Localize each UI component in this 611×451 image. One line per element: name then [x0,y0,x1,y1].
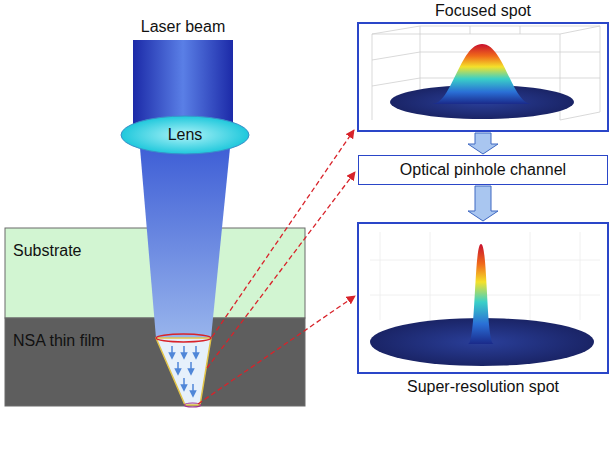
node-label: Substrate [13,242,297,260]
block-arrow [468,133,498,154]
heading-label: Super-resolution spot [359,378,607,396]
node-label: Lens [168,126,203,144]
heading-label: Focused spot [359,2,607,20]
process-box: Optical pinhole channel [358,155,608,185]
heading-label: Laser beam [133,18,233,36]
node-label: NSA thin film [13,332,297,350]
plot-box: Focused spot [357,22,609,132]
substrate-band: Substrate [5,228,305,318]
plot-box: Super-resolution spot [357,222,609,374]
node-label: Optical pinhole channel [400,161,566,179]
lens-ellipse: Lens [120,115,250,155]
film-band: NSA thin film [5,318,305,406]
block-arrow [468,186,498,221]
